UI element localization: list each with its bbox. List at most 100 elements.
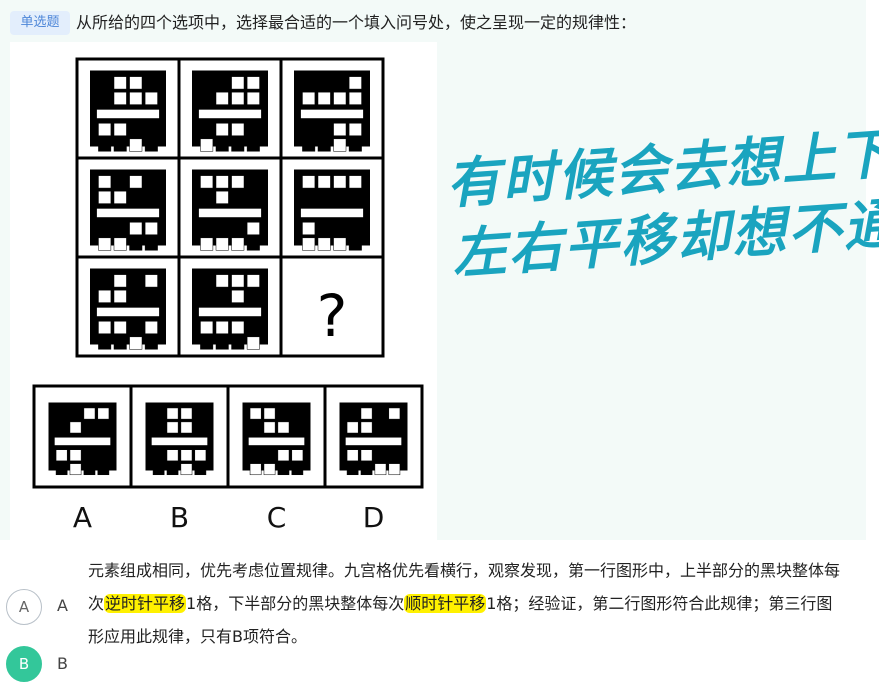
black-cell: [194, 407, 207, 420]
white-cell: [69, 449, 82, 462]
black-cell: [98, 336, 112, 350]
white-cell: [215, 175, 229, 189]
white-cell: [374, 463, 387, 476]
white-cell: [231, 76, 245, 90]
white-cell: [317, 237, 331, 251]
white-cell: [302, 175, 316, 189]
option-a-label[interactable]: A: [57, 596, 68, 615]
white-cell: [113, 91, 127, 105]
black-cell: [55, 407, 68, 420]
grid-tile: [294, 169, 370, 251]
white-cell: [317, 175, 331, 189]
white-cell: [129, 138, 143, 152]
white-cell: [98, 289, 112, 303]
white-bar: [96, 208, 160, 218]
white-bar: [198, 109, 262, 119]
black-cell: [152, 421, 165, 434]
white-cell: [246, 76, 260, 90]
white-bar: [96, 109, 160, 119]
white-cell: [231, 91, 245, 105]
explanation-text: 元素组成相同，优先考虑位置规律。九宫格优先看横行，观察发现，第一行图形中，上半部…: [80, 552, 840, 656]
white-cell: [113, 274, 127, 288]
black-cell: [98, 274, 112, 288]
white-cell: [277, 421, 290, 434]
black-cell: [152, 407, 165, 420]
white-cell: [144, 321, 158, 334]
option-tile: [339, 402, 408, 476]
black-cell: [291, 463, 304, 476]
black-cell: [374, 421, 387, 434]
white-cell: [113, 123, 127, 136]
white-cell: [55, 449, 68, 462]
white-cell: [246, 336, 260, 350]
black-cell: [144, 336, 158, 350]
white-cell: [388, 463, 401, 476]
option-row: [32, 384, 424, 489]
white-cell: [302, 222, 316, 235]
option-letter: D: [363, 501, 385, 534]
white-cell: [360, 449, 373, 462]
white-cell: [98, 237, 112, 251]
option-a-radio[interactable]: A: [6, 589, 42, 625]
black-cell: [374, 449, 387, 462]
white-cell: [113, 321, 127, 334]
white-cell: [166, 421, 179, 434]
white-bar: [345, 437, 402, 446]
white-cell: [200, 138, 214, 152]
white-cell: [333, 175, 347, 189]
black-cell: [194, 421, 207, 434]
white-cell: [302, 237, 316, 251]
white-cell: [231, 237, 245, 251]
black-cell: [246, 190, 260, 204]
black-cell: [246, 321, 260, 334]
white-cell: [215, 190, 229, 204]
white-cell: [246, 274, 260, 288]
white-cell: [180, 407, 193, 420]
grid-tile: [90, 268, 166, 350]
black-cell: [83, 449, 96, 462]
highlight-clockwise: 顺时针平移: [404, 594, 487, 613]
white-cell: [277, 449, 290, 462]
option-letter: A: [73, 501, 92, 534]
black-cell: [231, 222, 245, 235]
black-cell: [291, 421, 304, 434]
black-cell: [97, 449, 110, 462]
black-cell: [152, 463, 165, 476]
option-letter: C: [267, 501, 287, 534]
black-cell: [200, 289, 214, 303]
black-cell: [200, 123, 214, 136]
black-cell: [97, 463, 110, 476]
grid-tile: [192, 169, 268, 251]
white-cell: [194, 449, 207, 462]
white-cell: [129, 91, 143, 105]
black-cell: [55, 463, 68, 476]
white-cell: [144, 222, 158, 235]
black-cell: [333, 190, 347, 204]
grid-tile: [192, 70, 268, 152]
black-cell: [144, 175, 158, 189]
black-cell: [249, 449, 262, 462]
white-cell: [180, 421, 193, 434]
black-cell: [83, 463, 96, 476]
explanation-part-1: 元素组成相同，优先考虑位置规律。九宫格优先看横行，观察发现，第一行图形中，上半部…: [88, 561, 841, 613]
grid-tile: [294, 70, 370, 152]
white-cell: [231, 321, 245, 334]
white-bar: [54, 437, 111, 446]
black-cell: [113, 222, 127, 235]
white-cell: [129, 76, 143, 90]
black-cell: [231, 190, 245, 204]
white-cell: [249, 463, 262, 476]
white-cell: [333, 91, 347, 105]
option-b-label[interactable]: B: [57, 654, 68, 673]
white-cell: [129, 222, 143, 235]
black-cell: [215, 76, 229, 90]
white-cell: [200, 175, 214, 189]
white-bar: [198, 307, 262, 317]
white-cell: [388, 407, 401, 420]
black-cell: [277, 463, 290, 476]
black-cell: [98, 138, 112, 152]
black-cell: [246, 289, 260, 303]
white-bar: [300, 208, 364, 218]
white-cell: [231, 289, 245, 303]
option-b-radio-selected[interactable]: B: [6, 646, 42, 682]
